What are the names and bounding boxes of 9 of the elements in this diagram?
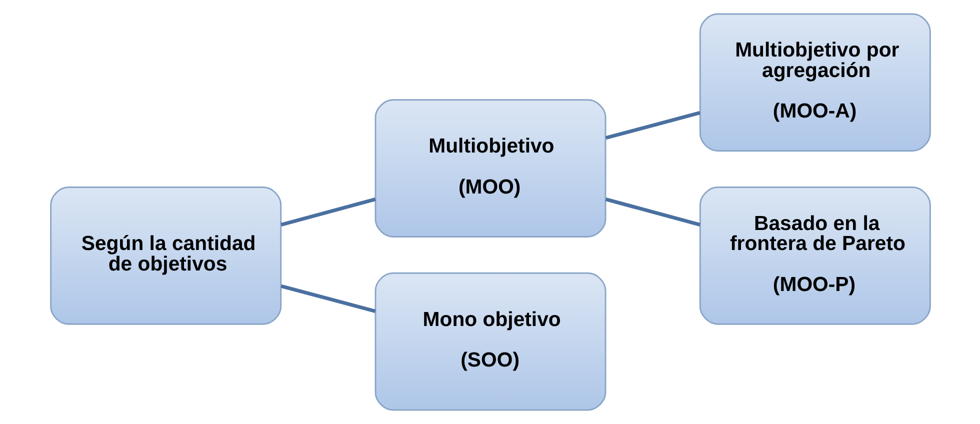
- node-box: Multiobjetivo (MOO): [374, 99, 606, 238]
- connector: [604, 111, 700, 140]
- node-box: Mono objetivo (SOO): [374, 272, 606, 411]
- connector: [280, 197, 376, 227]
- connector: [604, 197, 700, 227]
- node-box: Según la cantidad de objetivos: [50, 186, 282, 325]
- node-box: Basado en la frontera de Pareto (MOO-P): [698, 186, 930, 325]
- node-box: Multiobjetivo por agregación (MOO-A): [698, 13, 930, 152]
- connector: [280, 284, 376, 313]
